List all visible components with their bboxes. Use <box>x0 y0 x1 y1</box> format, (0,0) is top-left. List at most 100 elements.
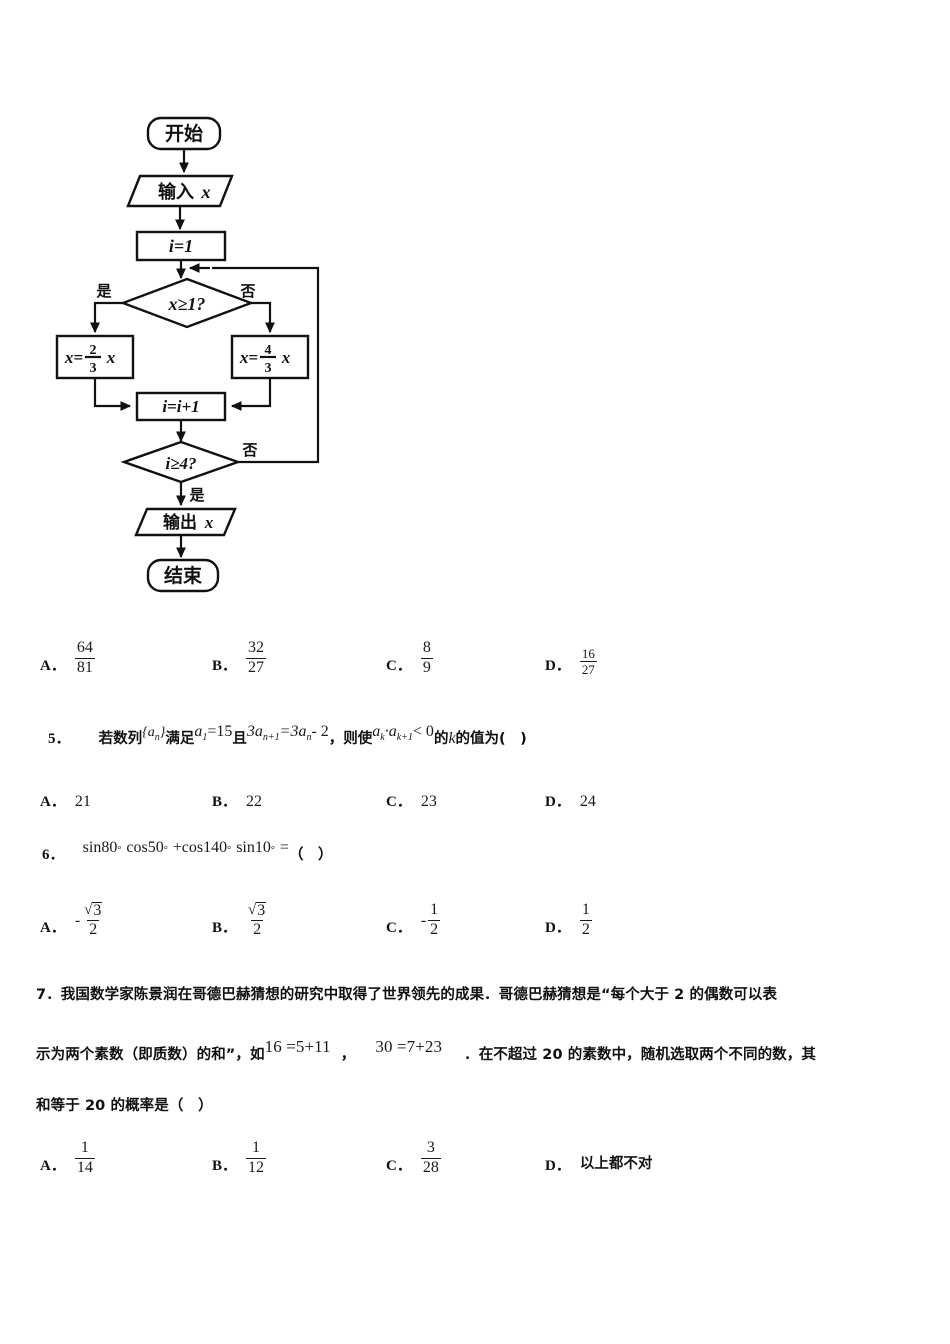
q7-option-b[interactable]: B． 1 12 <box>212 1136 267 1176</box>
q6-option-a-numerator: √3 <box>84 902 103 920</box>
q6-option-c-letter: C． <box>386 920 412 936</box>
q6-option-b-denominator: 2 <box>251 919 264 938</box>
flowchart-branch-no-label: 否 <box>239 282 255 300</box>
q5-text-c: 且 <box>232 731 247 747</box>
q5-option-d-value: 24 <box>579 793 596 810</box>
flowchart-input-label: 输入 <box>158 181 194 203</box>
flowchart-input-var: x <box>201 182 211 202</box>
q6-option-d-value: 1 2 <box>579 902 592 938</box>
q6-option-a-value: √3 2 <box>82 901 104 938</box>
q5-recurrence-lhs-sub: n+1 <box>262 732 280 743</box>
q7-option-c[interactable]: C． 3 28 <box>386 1136 441 1176</box>
q7-option-b-value: 1 12 <box>246 1139 267 1176</box>
option-a-numerator: 64 <box>76 639 93 657</box>
q6-degree-1: ° <box>117 845 122 856</box>
q7-option-c-denominator: 28 <box>420 1157 441 1176</box>
q6-term-2: cos50 <box>126 839 164 856</box>
q5-ak-sub: k <box>380 732 385 743</box>
option-c[interactable]: C． 8 9 <box>386 636 433 676</box>
option-b-letter: B． <box>212 658 238 674</box>
q5-a1-value: =15 <box>207 723 233 740</box>
q6-option-d-letter: D． <box>545 920 571 936</box>
q6-option-d-denominator: 2 <box>579 919 592 938</box>
q6-option-a[interactable]: A． - √3 2 <box>40 898 104 938</box>
q7-option-c-letter: C． <box>386 1158 412 1174</box>
option-c-numerator: 8 <box>422 639 431 657</box>
q5-sequence-open: {a <box>142 725 155 740</box>
q5-option-c[interactable]: C． 23 <box>386 772 437 812</box>
flowchart-assign-left-lhs: x= <box>64 348 83 367</box>
q5-option-d[interactable]: D． 24 <box>545 772 596 812</box>
q7-option-c-value: 3 28 <box>420 1140 441 1176</box>
q5-option-b[interactable]: B． 22 <box>212 772 262 812</box>
flowchart-node-decision-x: x≥1? <box>119 277 255 329</box>
q7-option-a[interactable]: A． 1 14 <box>40 1136 95 1176</box>
q7-option-a-value: 1 14 <box>74 1139 95 1176</box>
q6-option-b-numerator: √3 <box>248 902 267 920</box>
q6-degree-4: ° <box>270 845 275 856</box>
q6-option-b[interactable]: B． √3 2 <box>212 898 268 938</box>
option-a-denominator: 81 <box>74 657 95 676</box>
q6-option-d[interactable]: D． 1 2 <box>545 898 592 938</box>
q6-degree-3: ° <box>227 845 232 856</box>
q6-term-4: sin10 <box>236 839 271 856</box>
option-c-letter: C． <box>386 658 412 674</box>
flowchart-output-label: 输出 <box>163 512 197 533</box>
flowchart-start-label: 开始 <box>165 122 203 145</box>
option-b-value: 32 27 <box>246 639 267 676</box>
option-c-denominator: 9 <box>420 657 433 676</box>
option-b-numerator: 32 <box>248 639 265 657</box>
q5-a1-sub: 1 <box>202 732 208 743</box>
q6-equals: = <box>279 839 289 856</box>
option-c-value: 8 9 <box>420 639 433 676</box>
question-6-stem: 6． sin80° cos50° +cos140° sin10° =（ ） <box>42 839 950 864</box>
q5-option-a[interactable]: A． 21 <box>40 772 91 812</box>
question-7-line-2: 示为两个素数（即质数）的和”，如16 =5+11，30 =7+23．在不超过 2… <box>36 1037 816 1064</box>
q6-option-b-letter: B． <box>212 920 238 936</box>
flowchart-assign-right-denominator: 3 <box>265 361 272 376</box>
q7-option-b-denominator: 12 <box>246 1157 267 1176</box>
q5-sequence-sub: n <box>154 732 160 743</box>
flowchart-assign-left-denominator: 3 <box>90 361 97 376</box>
q5-option-a-value: 21 <box>74 793 91 810</box>
flowchart-assign-left-numerator: 2 <box>90 343 97 358</box>
q6-degree-2: ° <box>163 845 168 856</box>
q5-recurrence-end: - 2 <box>311 723 329 740</box>
flowchart-output-var: x <box>204 513 214 532</box>
q6-option-c-value: 1 2 <box>428 901 441 938</box>
flowchart-node-start: 开始 <box>146 116 222 151</box>
option-d-denominator: 27 <box>579 660 597 677</box>
q6-options-row: A． - √3 2 B． √3 2 C． - 1 2 D． 1 2 <box>0 898 950 950</box>
question-6-number: 6． <box>42 847 65 863</box>
q5-sequence-close: } <box>159 725 166 740</box>
q7-example-2: 30 =7+23 <box>375 1037 443 1056</box>
option-a[interactable]: A． 64 81 <box>40 636 95 676</box>
q5-options-row: A． 21 B． 22 C． 23 D． 24 <box>0 772 950 824</box>
q7-option-b-letter: B． <box>212 1158 238 1174</box>
option-b[interactable]: B． 32 27 <box>212 636 267 676</box>
q7-option-a-numerator: 1 <box>80 1139 89 1157</box>
q5-text-d: ，则使 <box>328 731 373 747</box>
q5-akp: ·a <box>384 723 397 740</box>
flowchart-increment-label: i=i+1 <box>162 397 199 416</box>
q7-option-b-numerator: 1 <box>252 1139 261 1157</box>
q6-option-c[interactable]: C． - 1 2 <box>386 898 441 938</box>
q7-option-d[interactable]: D． 以上都不对 <box>545 1136 652 1176</box>
q5-recurrence-mid: =3a <box>279 723 307 740</box>
q5-k-variable: k <box>448 730 456 747</box>
q6-term-3: +cos140 <box>172 839 228 856</box>
flowchart-decision-i-yes-label: 是 <box>188 486 205 504</box>
question-7-line-1: 7．我国数学家陈景润在哥德巴赫猜想的研究中取得了世界领先的成果．哥德巴赫猜想是“… <box>36 987 778 1003</box>
q7-option-d-value: 以上都不对 <box>579 1156 653 1172</box>
option-d[interactable]: D． 16 27 <box>545 636 597 676</box>
option-a-letter: A． <box>40 658 66 674</box>
q6-option-c-numerator: 1 <box>430 901 439 919</box>
flowchart-end-label: 结束 <box>164 564 203 587</box>
q5-text-e: 的 <box>433 731 449 747</box>
q7-option-a-denominator: 14 <box>74 1157 95 1176</box>
flowchart-node-output: 输出 x <box>134 507 237 537</box>
q6-option-a-sign: - <box>74 912 81 929</box>
flowchart-node-end: 结束 <box>146 558 220 593</box>
flowchart-branch-yes-label: 是 <box>95 282 112 300</box>
q5-recurrence-lhs: 3a <box>246 723 263 740</box>
